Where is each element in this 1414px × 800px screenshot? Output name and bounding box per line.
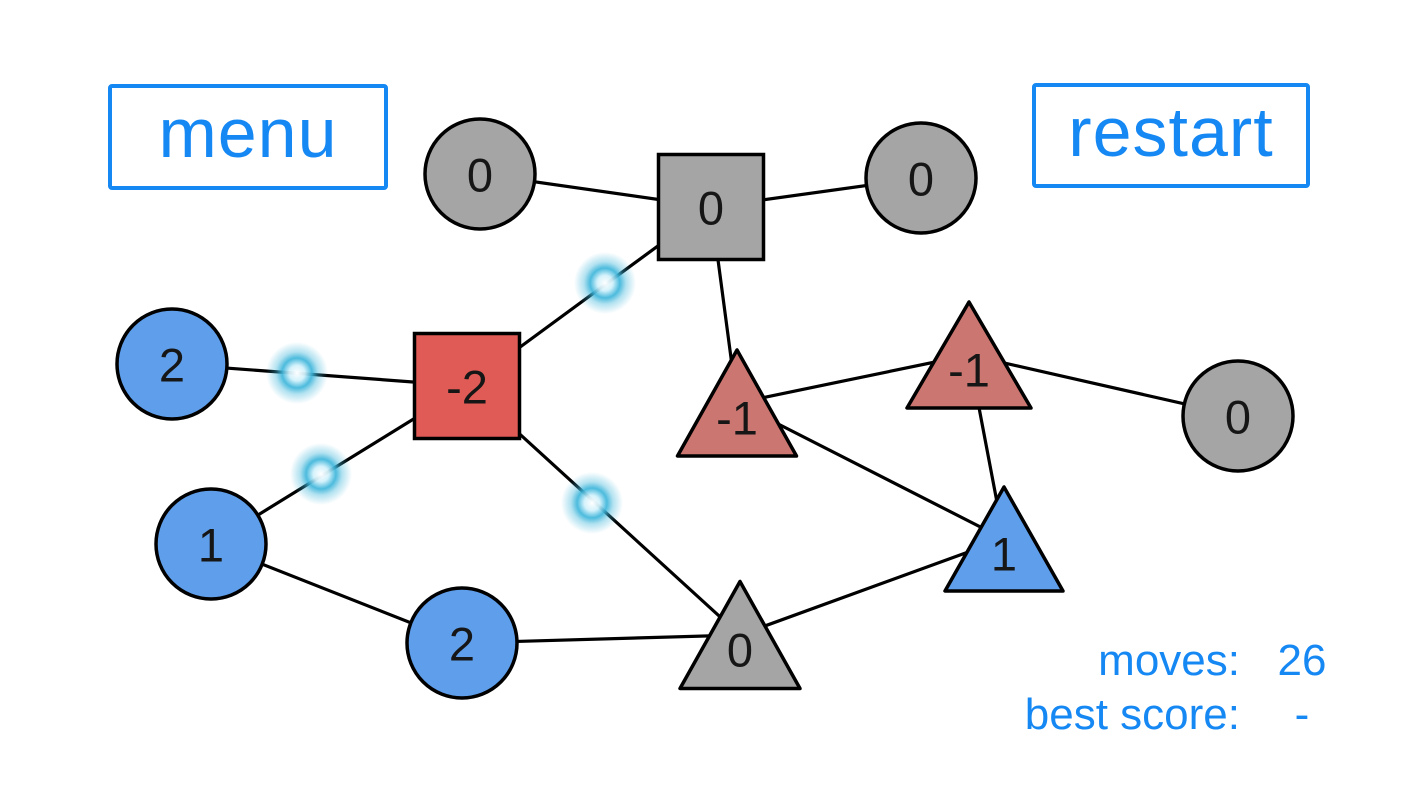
node-t_neg1_right[interactable] bbox=[905, 300, 1033, 410]
edge-glow-indicator-2 bbox=[266, 342, 328, 404]
node-value-label-s0_top: 0 bbox=[698, 181, 724, 234]
best-score-label: best score: bbox=[1024, 690, 1240, 739]
node-value-label-t_neg1_left: -1 bbox=[716, 391, 758, 444]
node-c2_bottom[interactable] bbox=[405, 586, 519, 700]
node-c0_tl[interactable] bbox=[423, 117, 537, 231]
best-score-value: - bbox=[1294, 690, 1310, 739]
edge-t_neg1_left-t_neg1_right bbox=[735, 353, 971, 405]
node-t0_gray[interactable] bbox=[678, 579, 802, 691]
node-value-label-t1_blue: 1 bbox=[991, 527, 1017, 580]
node-c0_tr[interactable] bbox=[864, 121, 978, 235]
node-value-label-c0_right: 0 bbox=[1225, 390, 1251, 443]
edge-glow-indicator-4 bbox=[561, 472, 623, 534]
node-value-label-c2_bottom: 2 bbox=[449, 617, 475, 670]
edge-glow-indicator-1 bbox=[574, 252, 636, 314]
restart-button[interactable]: restart bbox=[1032, 83, 1310, 188]
menu-button[interactable]: menu bbox=[108, 84, 388, 190]
node-t1_blue[interactable] bbox=[943, 485, 1065, 593]
scoreboard: moves: 26 best score: - bbox=[1025, 639, 1338, 737]
node-c1_left[interactable] bbox=[154, 487, 268, 601]
node-c2_left[interactable] bbox=[115, 307, 229, 421]
edge-glow-indicator-3 bbox=[290, 443, 352, 505]
node-s_neg2[interactable] bbox=[412, 331, 522, 441]
node-value-label-t0_gray: 0 bbox=[727, 623, 753, 676]
moves-label: moves: bbox=[1098, 636, 1240, 685]
moves-value: 26 bbox=[1277, 636, 1327, 685]
node-value-label-c0_tl: 0 bbox=[467, 148, 493, 201]
node-t_neg1_left[interactable] bbox=[675, 348, 799, 458]
node-value-label-c1_left: 1 bbox=[198, 518, 224, 571]
edge-t_neg1_left-t1_blue bbox=[735, 401, 1006, 541]
edge-t1_blue-t0_gray bbox=[738, 537, 1006, 637]
node-c0_right[interactable] bbox=[1181, 359, 1295, 473]
node-value-label-s_neg2: -2 bbox=[446, 360, 488, 413]
node-value-label-c2_left: 2 bbox=[159, 338, 185, 391]
node-s0_top[interactable] bbox=[656, 152, 766, 262]
node-value-label-t_neg1_right: -1 bbox=[948, 343, 990, 396]
node-value-label-c0_tr: 0 bbox=[908, 152, 934, 205]
